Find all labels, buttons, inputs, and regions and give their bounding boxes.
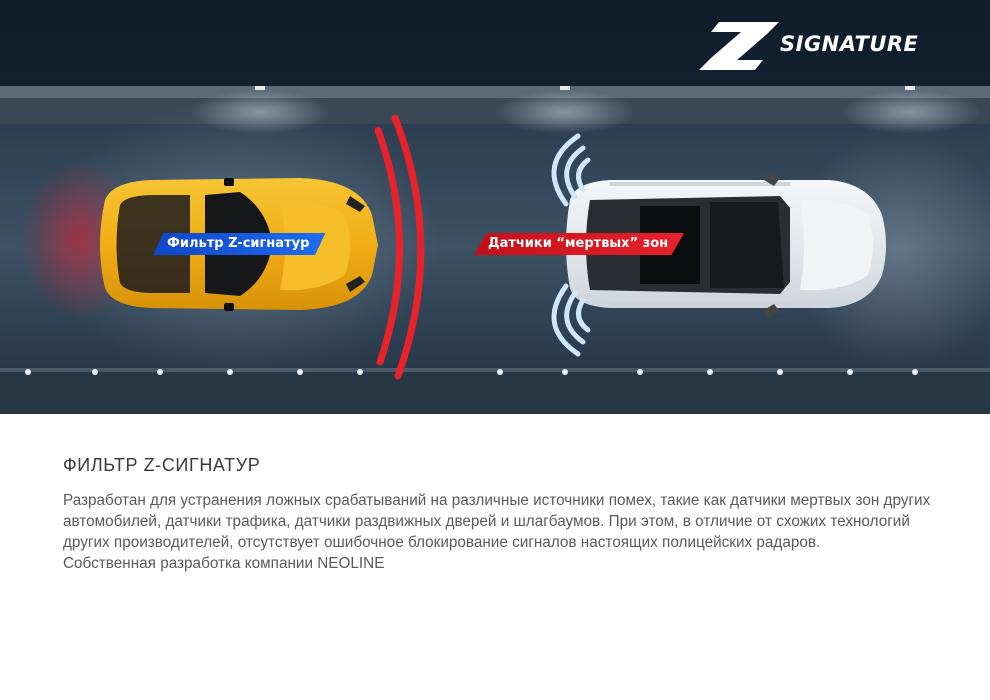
sensors-label-badge: Датчики “мертвых” зон bbox=[474, 233, 685, 255]
z-signature-logo: SIGNATURE bbox=[697, 18, 937, 74]
description-line: автомобилей, датчики трафика, датчики ра… bbox=[63, 513, 910, 530]
section-title: ФИЛЬТР Z-СИГНАТУР bbox=[63, 455, 261, 475]
sensor-waves-bottom bbox=[551, 283, 591, 357]
description-line: Собственная разработка компании NEOLINE bbox=[63, 555, 385, 572]
sensor-waves-top bbox=[551, 133, 591, 207]
description-text: Разработан для устранения ложных срабаты… bbox=[63, 490, 963, 574]
filter-label-badge: Фильтр Z-сигнатур bbox=[153, 233, 326, 255]
logo-text: SIGNATURE bbox=[780, 32, 919, 56]
description-line: других производителей, отсутствует ошибо… bbox=[63, 534, 821, 551]
hero-illustration: SIGNATURE Фильтр Z-сигнатур Датчики “мер… bbox=[0, 0, 990, 414]
description-line: Разработан для устранения ложных срабаты… bbox=[63, 492, 931, 509]
radar-arcs bbox=[374, 114, 425, 380]
white-car bbox=[566, 172, 886, 318]
z-logo-icon bbox=[699, 22, 779, 70]
